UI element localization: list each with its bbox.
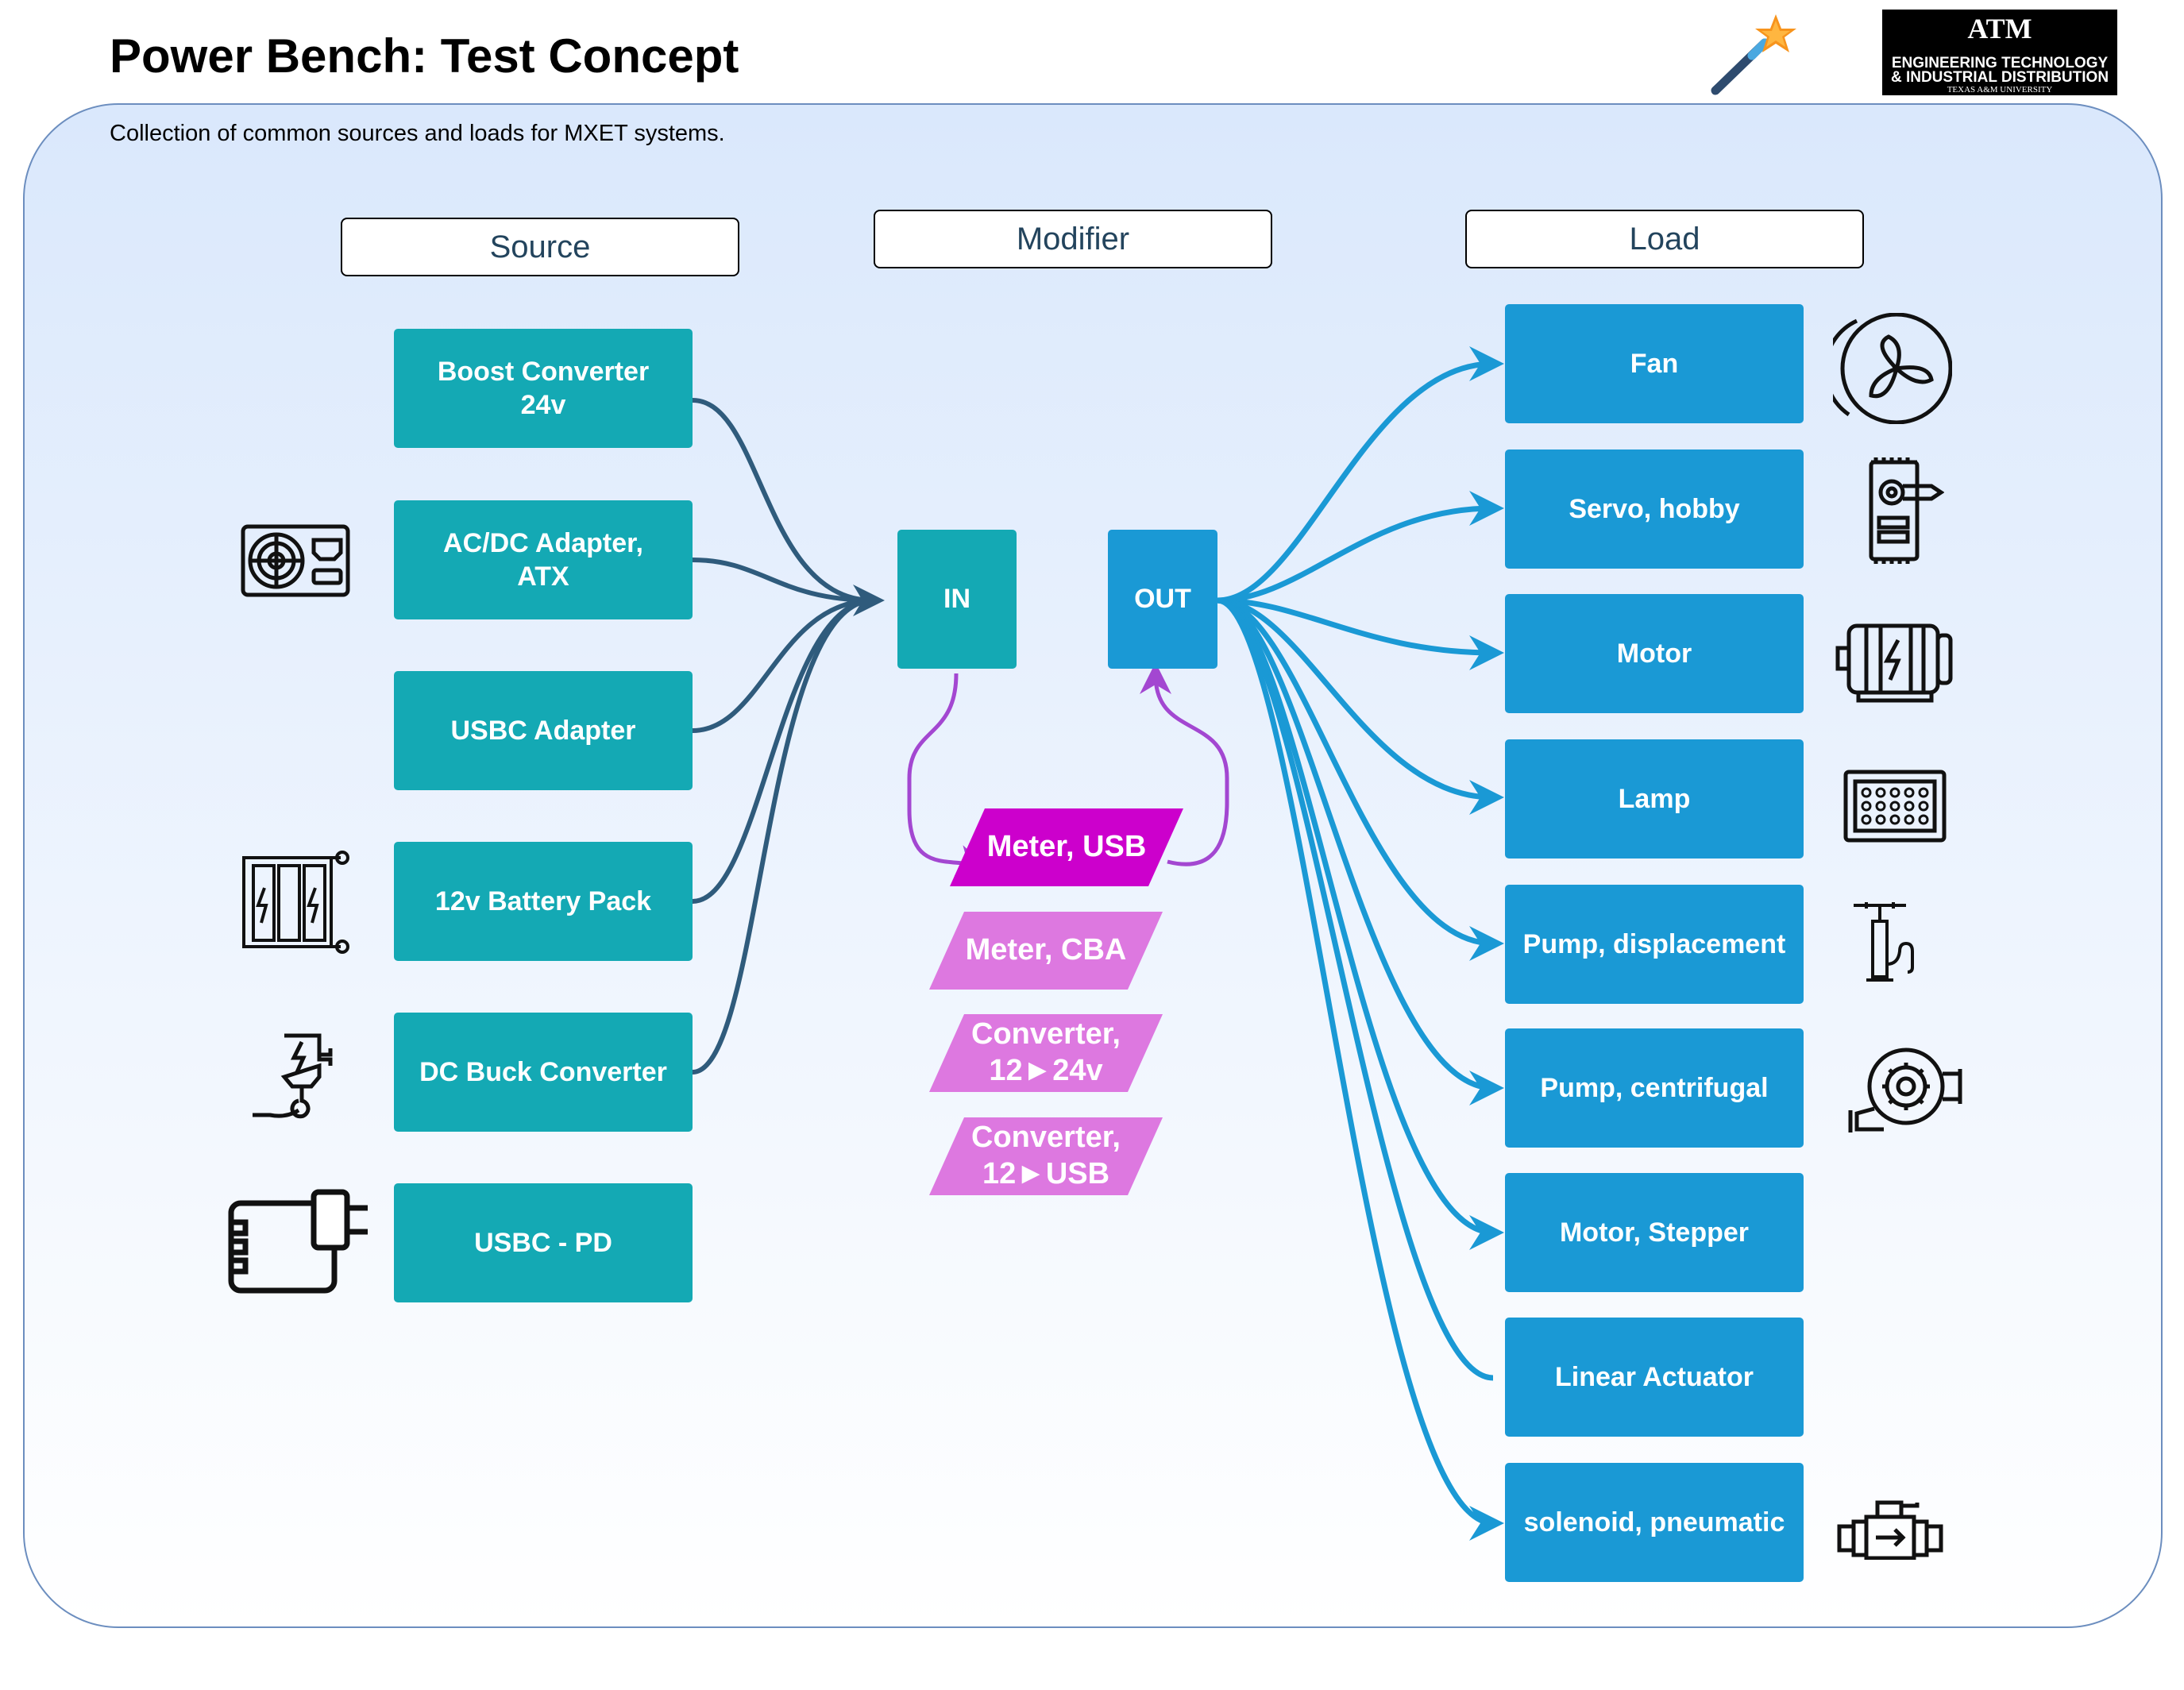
meter-usb[interactable]: Meter, USB [950,808,1183,886]
battery-pack-icon [241,848,350,956]
header-source: Source [341,218,739,276]
header-load: Load [1465,210,1864,268]
fan-icon [1823,312,1953,425]
converter-12-24v[interactable]: Converter, 12►24v [929,1014,1163,1092]
wall-adapter-icon [226,1187,374,1298]
converter-12-24v-label: Converter, 12►24v [971,1017,1121,1087]
source-dc-buck-converter[interactable]: DC Buck Converter [394,1013,693,1132]
source-battery-pack[interactable]: 12v Battery Pack [394,842,693,961]
power-supply-icon [241,524,350,597]
logo-line2: & INDUSTRIAL DISTRIBUTION [1890,69,2109,86]
charger-plug-icon [246,1031,354,1126]
page-title: Power Bench: Test Concept [110,29,739,83]
meter-cba-label: Meter, CBA [965,933,1127,967]
converter-12-usb-label: Converter, 12►USB [971,1121,1121,1190]
converter-12-usb[interactable]: Converter, 12►USB [929,1117,1163,1195]
university-logo: ATM ENGINEERING TECHNOLOGY & INDUSTRIAL … [1882,10,2117,95]
logo-line3: TEXAS A&M UNIVERSITY [1947,85,2053,95]
logo-mark: ATM [1967,13,2032,44]
header-modifier: Modifier [874,210,1272,268]
solenoid-valve-icon [1836,1499,1946,1561]
centrifugal-pump-icon [1843,1045,1970,1134]
load-pump-centrifugal[interactable]: Pump, centrifugal [1505,1028,1804,1148]
subtitle: Collection of common sources and loads f… [110,121,725,146]
source-boost-converter[interactable]: Boost Converter 24v [394,329,693,448]
modifier-out[interactable]: OUT [1108,530,1217,669]
load-solenoid[interactable]: solenoid, pneumatic [1505,1463,1804,1582]
motor-icon [1835,619,1954,704]
lamp-icon [1843,769,1947,843]
load-servo[interactable]: Servo, hobby [1505,450,1804,569]
meter-usb-label: Meter, USB [986,830,1147,864]
source-usbc-adapter[interactable]: USBC Adapter [394,671,693,790]
hand-pump-icon [1850,901,1930,986]
load-lamp[interactable]: Lamp [1505,739,1804,859]
modifier-in[interactable]: IN [897,530,1017,669]
load-fan[interactable]: Fan [1505,304,1804,423]
logo-line1: ENGINEERING TECHNOLOGY [1891,55,2109,71]
magic-wand-icon [1707,11,1803,98]
load-linear-actuator[interactable]: Linear Actuator [1505,1318,1804,1437]
load-motor[interactable]: Motor [1505,594,1804,713]
load-motor-stepper[interactable]: Motor, Stepper [1505,1173,1804,1292]
source-usbc-pd[interactable]: USBC - PD [394,1183,693,1302]
source-acdc-adapter[interactable]: AC/DC Adapter, ATX [394,500,693,619]
load-pump-displacement[interactable]: Pump, displacement [1505,885,1804,1004]
servo-icon [1865,454,1945,567]
meter-cba[interactable]: Meter, CBA [929,912,1163,990]
